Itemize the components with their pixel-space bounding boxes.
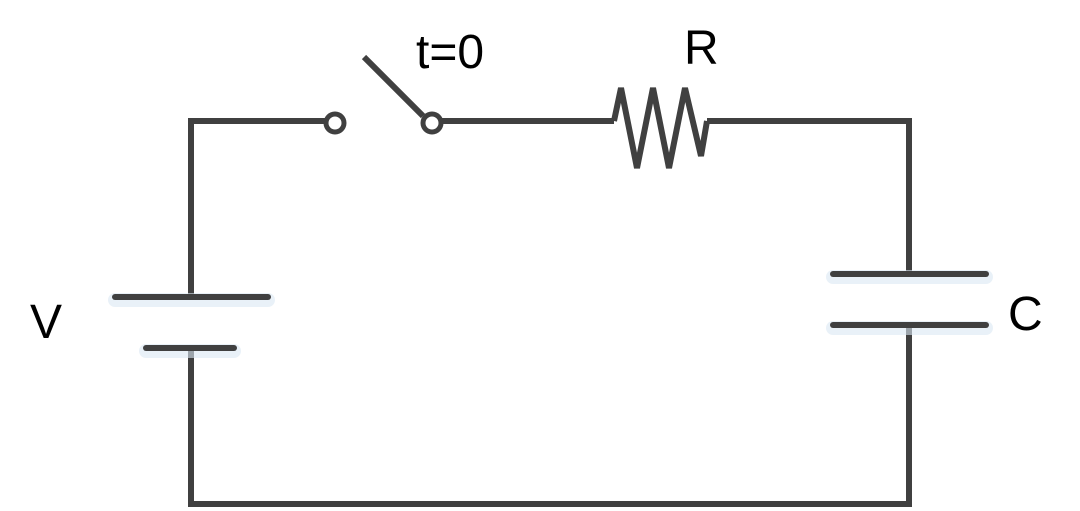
resistor-label: R [684,22,719,75]
switch-lever [361,54,426,119]
switch-right-terminal [420,111,444,135]
switch-left-terminal [323,111,347,135]
wire-resistor-to-capacitor [707,118,912,273]
wire-left-top [188,118,327,296]
switch-label: t=0 [416,26,484,79]
wire-bottom [188,326,912,507]
capacitor-label: C [1008,288,1043,341]
resistor-symbol [611,87,710,169]
battery-label: V [30,296,62,349]
